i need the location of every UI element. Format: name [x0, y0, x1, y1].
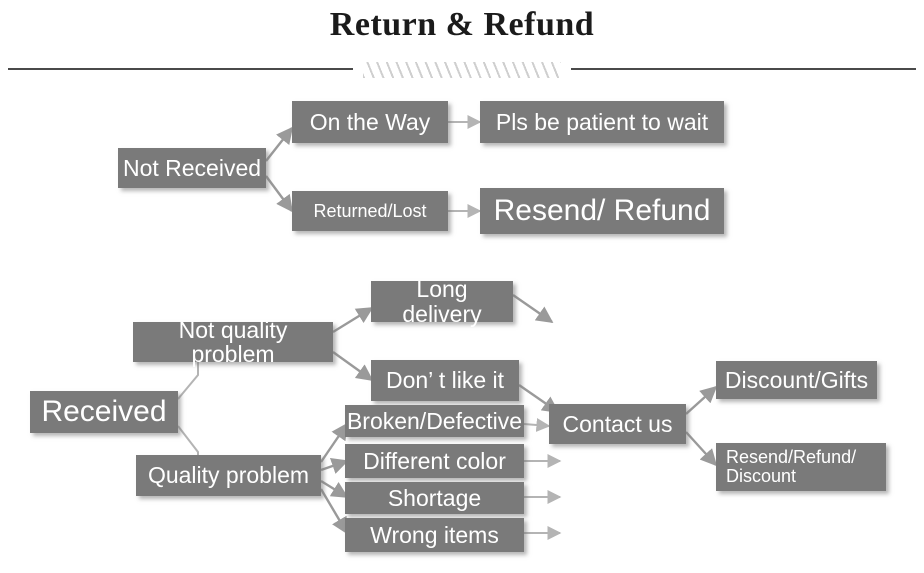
node-quality-problem[interactable]: Quality problem [136, 455, 321, 496]
node-pls-be-patient-to-wait[interactable]: Pls be patient to wait [480, 101, 724, 143]
node-received[interactable]: Received [30, 391, 178, 433]
node-on-the-way[interactable]: On the Way [292, 101, 448, 143]
node-long-delivery[interactable]: Long delivery [371, 277, 513, 326]
divider-line-right [571, 68, 916, 70]
page-title: Return & Refund [329, 6, 595, 43]
node-shortage[interactable]: Shortage [345, 482, 524, 514]
node-wrong-items[interactable]: Wrong items [345, 518, 524, 552]
node-resend-refund-discount[interactable]: Resend/Refund/ Discount [716, 443, 886, 491]
node-not-quality-problem[interactable]: Not quality problem [133, 318, 333, 366]
node-resend-refund[interactable]: Resend/ Refund [480, 188, 724, 234]
divider-line-left [8, 68, 353, 70]
node-returned-lost[interactable]: Returned/Lost [292, 191, 448, 231]
node-different-color[interactable]: Different color [345, 444, 524, 478]
node-contact-us[interactable]: Contact us [549, 404, 686, 444]
header-divider [8, 62, 916, 78]
node-discount-gifts[interactable]: Discount/Gifts [716, 361, 877, 399]
divider-hatch-icon [363, 62, 561, 78]
node-not-received[interactable]: Not Received [118, 148, 266, 188]
node-broken-defective[interactable]: Broken/Defective [345, 405, 524, 437]
node-dont-like-it[interactable]: Don’ t like it [371, 360, 519, 401]
